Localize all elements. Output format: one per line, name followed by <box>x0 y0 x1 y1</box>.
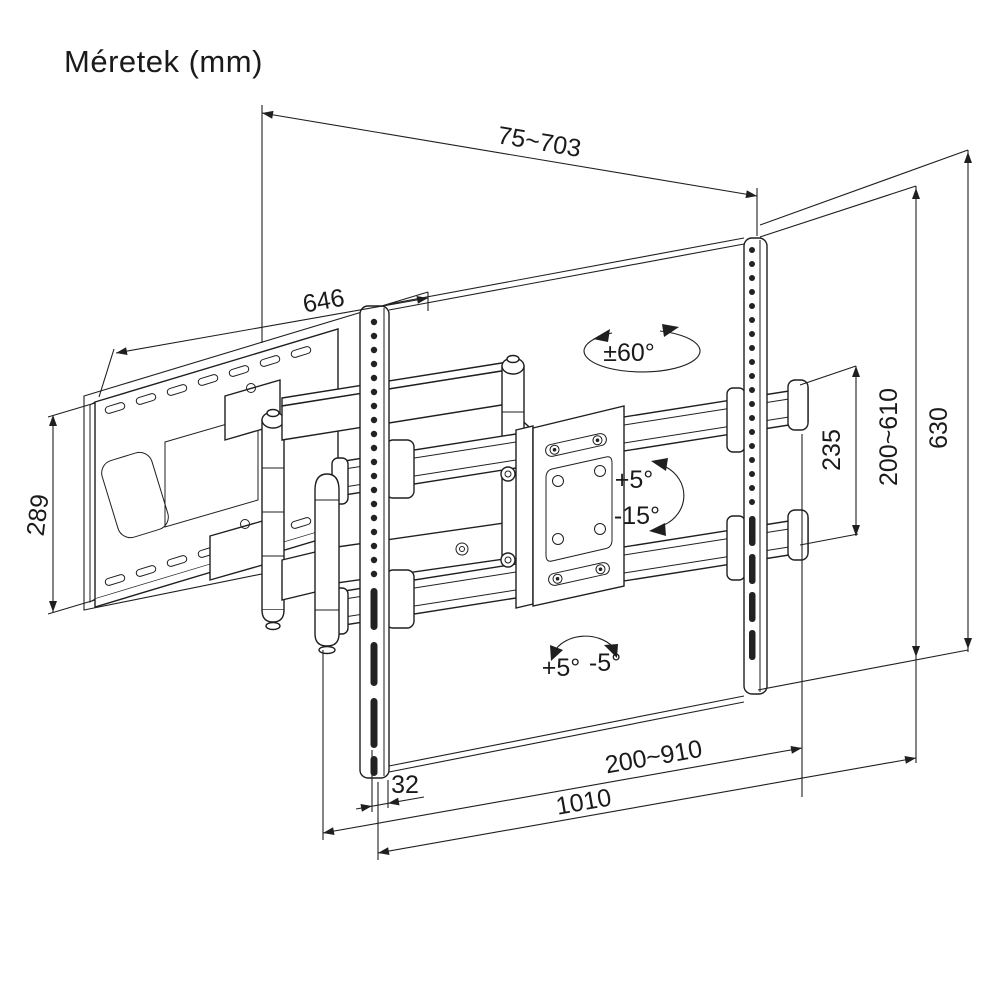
wall-plate-top-slots <box>104 346 312 414</box>
roll-arrow-right <box>604 644 618 658</box>
dim-label-crossbar-gap: 235 <box>818 429 846 471</box>
dim-label-rail-width: 32 <box>391 771 419 799</box>
page-title: Méretek (mm) <box>64 44 263 79</box>
dim-label-depth-range: 75~703 <box>496 121 584 163</box>
roll-minus-label: -5° <box>589 649 621 677</box>
left-tv-rail <box>359 305 390 779</box>
wall-outline <box>83 291 429 611</box>
dim-label-wall-plate-height: 289 <box>22 493 55 538</box>
swivel-angle-label: ±60° <box>603 339 655 367</box>
wall-plate-cable-cutout <box>101 451 169 539</box>
tilt-arrow-up <box>651 458 668 471</box>
tv-panel-edges <box>388 237 745 773</box>
left-rail-holes <box>370 318 378 578</box>
dim-bracket-height: 630 <box>757 149 972 691</box>
tilt-up-label: +5° <box>615 466 654 494</box>
dim-label-horizontal-adjust-range: 200~910 <box>603 735 704 780</box>
dim-rail-width: 32 <box>355 750 425 812</box>
right-rail-slots <box>749 516 756 660</box>
dim-wall-plate-height: 289 <box>22 402 96 615</box>
head-plate-bottom-slot <box>548 562 610 586</box>
hinge-pillar-wall <box>261 408 285 631</box>
head-plate-vesa-window <box>545 456 613 562</box>
dim-label-vesa-height-range: 200~610 <box>875 388 903 486</box>
dim-wall-plate-width: 646 <box>98 284 429 398</box>
tilt-arrow-down <box>649 523 666 536</box>
tilt-angle-annotation: +5° -15° <box>614 458 685 536</box>
roll-angle-annotation: +5° -5° <box>542 635 621 682</box>
roll-arrow-left <box>550 645 563 661</box>
dim-label-crossbar-length: 1010 <box>554 784 614 821</box>
dim-crossbar-gap: 235 <box>799 365 860 546</box>
swivel-angle-annotation: ±60° <box>583 324 701 373</box>
tilt-down-label: -15° <box>614 502 660 530</box>
right-tv-rail <box>743 237 768 695</box>
swivel-arrow-right <box>662 324 679 337</box>
dim-label-bracket-height: 630 <box>925 407 953 449</box>
right-rail-holes <box>749 247 755 505</box>
dim-vesa-height-range: 200~610 <box>759 185 920 763</box>
head-plate-top-slot <box>545 433 607 457</box>
hinge-pillar-front <box>314 473 340 655</box>
swivel-arrow-left <box>593 329 610 342</box>
vesa-head-plate <box>500 405 625 609</box>
roll-plus-label: +5° <box>542 654 581 682</box>
